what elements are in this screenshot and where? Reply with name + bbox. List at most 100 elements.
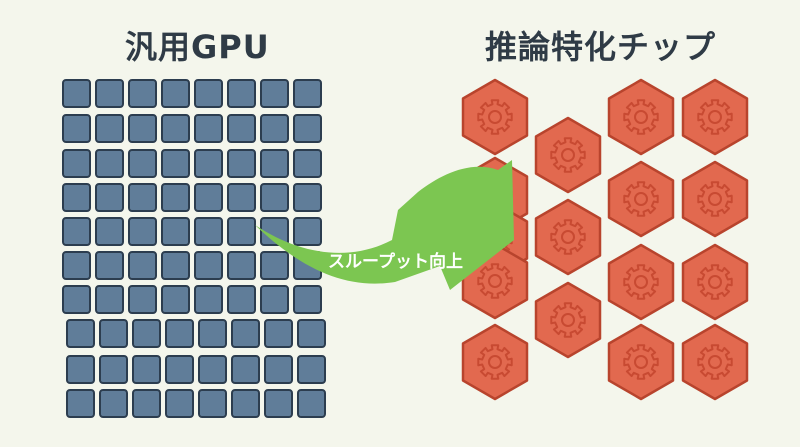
gpu-core-icon bbox=[95, 285, 124, 314]
chip-hexagon bbox=[681, 243, 749, 321]
gear-hole-icon bbox=[708, 110, 722, 124]
gear-hole-icon bbox=[561, 313, 575, 327]
gear-icon bbox=[550, 302, 586, 338]
gpu-core-icon bbox=[227, 79, 256, 108]
gpu-core-icon bbox=[128, 217, 157, 246]
gpu-core-icon bbox=[95, 114, 124, 143]
gpu-core-icon bbox=[165, 355, 194, 384]
chip-hexagon bbox=[534, 198, 602, 276]
gpu-core-icon bbox=[293, 217, 322, 246]
gpu-core-icon bbox=[161, 285, 190, 314]
gpu-core-icon bbox=[128, 183, 157, 212]
gear-icon bbox=[623, 99, 659, 135]
chip-hexagon bbox=[534, 281, 602, 359]
gear-hole-icon bbox=[708, 192, 722, 206]
gpu-core-icon bbox=[231, 389, 260, 418]
gpu-core-icon bbox=[165, 389, 194, 418]
gpu-core-icon bbox=[161, 251, 190, 280]
hexagon-shape bbox=[461, 78, 529, 156]
hexagon-shape bbox=[534, 281, 602, 359]
gear-icon bbox=[477, 344, 513, 380]
gpu-core-icon bbox=[62, 217, 91, 246]
gpu-core-icon bbox=[95, 217, 124, 246]
gpu-core-icon bbox=[198, 389, 227, 418]
gpu-core-icon bbox=[128, 149, 157, 178]
gpu-core-icon bbox=[260, 285, 289, 314]
gpu-core-icon bbox=[231, 355, 260, 384]
gpu-core-icon bbox=[161, 114, 190, 143]
hexagon-shape bbox=[681, 243, 749, 321]
gpu-core-icon bbox=[66, 389, 95, 418]
gpu-core-icon bbox=[260, 217, 289, 246]
gear-hole-icon bbox=[634, 355, 648, 369]
gpu-core-icon bbox=[62, 149, 91, 178]
gpu-core-icon bbox=[260, 251, 289, 280]
gpu-core-icon bbox=[194, 114, 223, 143]
gpu-core-grid bbox=[62, 79, 326, 418]
gpu-core-icon bbox=[194, 217, 223, 246]
gpu-core-icon bbox=[95, 79, 124, 108]
gpu-core-icon bbox=[293, 114, 322, 143]
gpu-core-icon bbox=[62, 285, 91, 314]
gpu-core-icon bbox=[227, 183, 256, 212]
gear-icon bbox=[697, 344, 733, 380]
gear-hole-icon bbox=[708, 355, 722, 369]
gpu-core-icon bbox=[194, 149, 223, 178]
gpu-core-icon bbox=[128, 79, 157, 108]
gpu-core-icon bbox=[194, 79, 223, 108]
gpu-core-icon bbox=[95, 251, 124, 280]
gpu-core-icon bbox=[165, 319, 194, 348]
gpu-core-icon bbox=[132, 319, 161, 348]
hexagon-shape bbox=[681, 323, 749, 401]
gpu-core-icon bbox=[198, 319, 227, 348]
gpu-core-icon bbox=[99, 389, 128, 418]
gear-icon bbox=[697, 99, 733, 135]
gear-icon bbox=[477, 99, 513, 135]
chip-title: 推論特化チップ bbox=[485, 28, 717, 66]
gpu-core-icon bbox=[260, 79, 289, 108]
gpu-core-icon bbox=[293, 79, 322, 108]
gpu-core-icon bbox=[227, 285, 256, 314]
gpu-core-icon bbox=[260, 114, 289, 143]
gpu-core-icon bbox=[227, 114, 256, 143]
gpu-core-icon bbox=[264, 355, 293, 384]
gpu-core-icon bbox=[293, 285, 322, 314]
gear-icon bbox=[477, 263, 513, 299]
gear-icon bbox=[697, 264, 733, 300]
gpu-core-icon bbox=[99, 355, 128, 384]
chip-hexagon bbox=[607, 323, 675, 401]
gpu-title: 汎用GPU bbox=[125, 28, 270, 66]
chip-hexagon bbox=[534, 116, 602, 194]
gpu-core-icon bbox=[95, 183, 124, 212]
chip-hexagon bbox=[607, 78, 675, 156]
gpu-core-icon bbox=[194, 285, 223, 314]
chip-hexagon bbox=[461, 78, 529, 156]
gpu-core-icon bbox=[264, 389, 293, 418]
gpu-core-icon bbox=[161, 79, 190, 108]
throughput-arrow bbox=[255, 160, 514, 290]
gear-hole-icon bbox=[708, 275, 722, 289]
gpu-core-icon bbox=[293, 149, 322, 178]
gpu-core-icon bbox=[66, 355, 95, 384]
gear-icon bbox=[623, 264, 659, 300]
gear-hole-icon bbox=[488, 110, 502, 124]
chip-hexagon bbox=[681, 323, 749, 401]
chip-hexagon bbox=[461, 323, 529, 401]
gpu-core-icon bbox=[62, 114, 91, 143]
gpu-core-icon bbox=[231, 319, 260, 348]
hexagon-shape bbox=[607, 78, 675, 156]
gpu-core-icon bbox=[128, 285, 157, 314]
gpu-core-icon bbox=[297, 389, 326, 418]
gpu-core-icon bbox=[128, 114, 157, 143]
chip-hexagon bbox=[681, 160, 749, 238]
gpu-core-icon bbox=[62, 183, 91, 212]
gpu-core-icon bbox=[260, 183, 289, 212]
gpu-core-icon bbox=[194, 183, 223, 212]
gpu-core-icon bbox=[194, 251, 223, 280]
gear-icon bbox=[697, 181, 733, 217]
hexagon-shape bbox=[681, 78, 749, 156]
gpu-core-icon bbox=[132, 389, 161, 418]
gpu-core-icon bbox=[227, 251, 256, 280]
gear-hole-icon bbox=[561, 230, 575, 244]
gpu-core-icon bbox=[66, 319, 95, 348]
